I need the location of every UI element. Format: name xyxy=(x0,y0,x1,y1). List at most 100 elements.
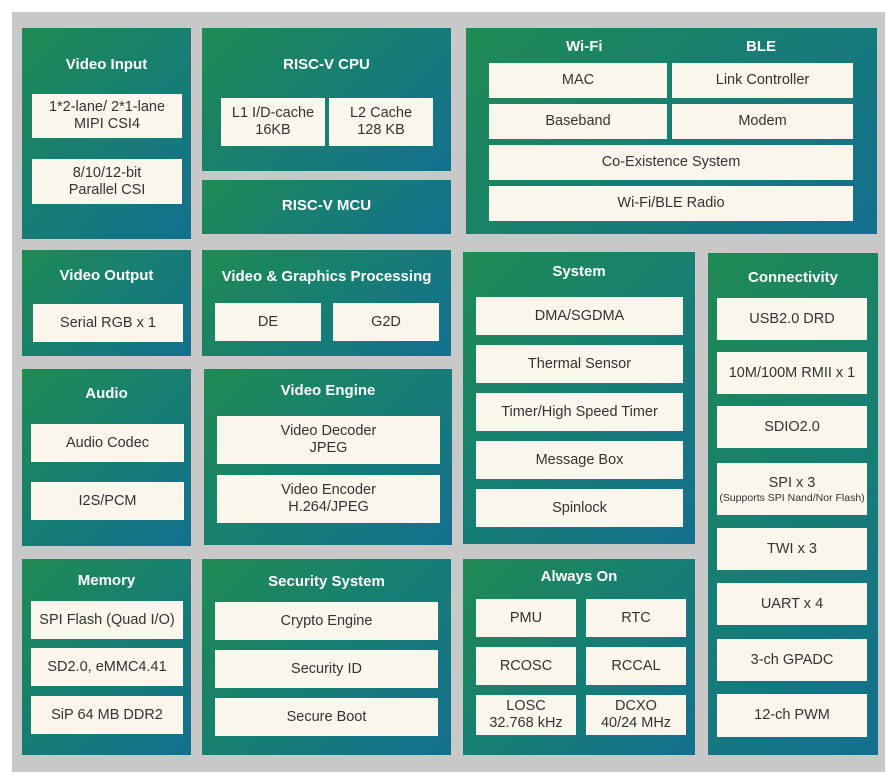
block-title: Audio xyxy=(85,385,128,402)
module-losc: LOSC 32.768 kHz xyxy=(476,695,576,735)
block-audio: Audio Audio Codec I2S/PCM xyxy=(22,369,191,546)
module-video-encoder: Video Encoder H.264/JPEG xyxy=(217,475,440,523)
block-title: Memory xyxy=(77,572,136,589)
module-label: TWI x 3 xyxy=(767,540,817,557)
block-title: RISC-V CPU xyxy=(283,56,370,73)
module-label: 8/10/12-bit xyxy=(72,164,142,181)
module-rcosc: RCOSC xyxy=(476,647,576,685)
module-label: Timer/High Speed Timer xyxy=(501,403,658,420)
block-video-engine: Video Engine Video Decoder JPEG Video En… xyxy=(204,369,452,545)
module-l2-cache: L2 Cache 128 KB xyxy=(329,98,433,146)
module-spi: SPI x 3 (Supports SPI Nand/Nor Flash) xyxy=(717,463,867,515)
module-label: 3-ch GPADC xyxy=(750,651,834,668)
block-title: Video Input xyxy=(65,56,148,73)
module-modem: Modem xyxy=(672,104,853,139)
module-label: USB2.0 DRD xyxy=(749,310,835,327)
module-label: UART x 4 xyxy=(760,595,824,612)
module-label: 16KB xyxy=(255,122,291,138)
module-spi-flash: SPI Flash (Quad I/O) xyxy=(31,601,183,639)
module-label: Link Controller xyxy=(715,72,810,88)
module-serial-rgb: Serial RGB x 1 xyxy=(33,304,183,342)
module-label: Video Decoder xyxy=(280,423,377,439)
module-dma: DMA/SGDMA xyxy=(476,297,683,335)
module-label: 128 KB xyxy=(357,122,405,138)
module-label: SPI Flash (Quad I/O) xyxy=(39,611,175,628)
block-title: Video Output xyxy=(59,267,154,284)
module-label: 1*2-lane/ 2*1-lane xyxy=(48,99,166,115)
module-sip-ddr2: SiP 64 MB DDR2 xyxy=(31,696,183,734)
module-label: 12-ch PWM xyxy=(754,707,830,723)
ble-title: BLE xyxy=(746,38,776,55)
module-label: 40/24 MHz xyxy=(600,715,672,731)
module-note: (Supports SPI Nand/Nor Flash) xyxy=(719,491,865,504)
module-crypto-engine: Crypto Engine xyxy=(215,602,438,640)
module-link-controller: Link Controller xyxy=(672,63,853,98)
module-gpadc: 3-ch GPADC xyxy=(717,639,867,681)
module-label: Wi-Fi/BLE Radio xyxy=(617,195,725,211)
module-label: Baseband xyxy=(545,113,611,129)
module-label: L1 I/D-cache xyxy=(231,105,315,121)
module-label: DCXO xyxy=(615,698,657,714)
module-de: DE xyxy=(215,303,321,341)
module-label: PMU xyxy=(509,609,543,626)
module-label: DMA/SGDMA xyxy=(534,307,625,324)
module-twi: TWI x 3 xyxy=(717,528,867,570)
module-label: MAC xyxy=(561,72,595,88)
module-label: LOSC xyxy=(506,698,546,714)
wifi-title: Wi-Fi xyxy=(566,38,603,55)
module-uart: UART x 4 xyxy=(717,583,867,625)
block-title: Security System xyxy=(268,573,385,590)
module-l1-cache: L1 I/D-cache 16KB xyxy=(221,98,325,146)
module-i2s-pcm: I2S/PCM xyxy=(31,482,184,520)
module-label: Spinlock xyxy=(552,499,607,516)
module-label: RCCAL xyxy=(611,657,661,674)
module-label: Crypto Engine xyxy=(280,612,373,629)
module-baseband: Baseband xyxy=(489,104,667,139)
module-label: Message Box xyxy=(535,451,624,468)
module-thermal-sensor: Thermal Sensor xyxy=(476,345,683,383)
module-label: RTC xyxy=(621,609,651,626)
module-spinlock: Spinlock xyxy=(476,489,683,527)
module-rccal: RCCAL xyxy=(586,647,686,685)
module-label: Audio Codec xyxy=(65,434,150,451)
module-parallel-csi: 8/10/12-bit Parallel CSI xyxy=(32,159,182,204)
block-title: Connectivity xyxy=(747,269,838,286)
block-memory: Memory SPI Flash (Quad I/O) SD2.0, eMMC4… xyxy=(22,559,191,755)
module-label: JPEG xyxy=(309,440,348,456)
module-audio-codec: Audio Codec xyxy=(31,424,184,462)
block-security: Security System Crypto Engine Security I… xyxy=(202,559,451,755)
module-pwm: 12-ch PWM xyxy=(717,694,867,737)
module-label: SiP 64 MB DDR2 xyxy=(51,706,163,723)
module-label: G2D xyxy=(371,313,401,330)
module-label: MIPI CSI4 xyxy=(73,116,141,132)
block-video-input: Video Input 1*2-lane/ 2*1-lane MIPI CSI4… xyxy=(22,28,191,239)
module-radio: Wi-Fi/BLE Radio xyxy=(489,186,853,221)
module-pmu: PMU xyxy=(476,599,576,637)
module-label: SDIO2.0 xyxy=(764,418,820,435)
module-label: 10M/100M RMII x 1 xyxy=(728,364,856,381)
module-mipi-csi: 1*2-lane/ 2*1-lane MIPI CSI4 xyxy=(32,94,182,138)
module-label: Secure Boot xyxy=(286,708,367,725)
module-timer: Timer/High Speed Timer xyxy=(476,393,683,431)
block-always-on: Always On PMU RTC RCOSC RCCAL LOSC 32.76… xyxy=(463,559,695,755)
block-title: Always On xyxy=(540,568,618,585)
module-security-id: Security ID xyxy=(215,650,438,688)
module-label: Thermal Sensor xyxy=(527,355,632,372)
module-label: Serial RGB x 1 xyxy=(60,314,156,331)
module-usb: USB2.0 DRD xyxy=(717,298,867,340)
module-label: Security ID xyxy=(291,660,362,677)
block-video-graphics: Video & Graphics Processing DE G2D xyxy=(202,250,451,356)
module-dcxo: DCXO 40/24 MHz xyxy=(586,695,686,735)
module-label: Video Encoder xyxy=(281,482,376,498)
module-sd-emmc: SD2.0, eMMC4.41 xyxy=(31,648,183,686)
module-mac: MAC xyxy=(489,63,667,98)
module-label: Co-Existence System xyxy=(601,154,741,170)
module-label: L2 Cache xyxy=(349,105,413,121)
module-sdio: SDIO2.0 xyxy=(717,406,867,448)
module-label: Parallel CSI xyxy=(68,181,146,198)
module-rmii: 10M/100M RMII x 1 xyxy=(717,352,867,394)
module-label: SPI x 3 xyxy=(768,474,816,491)
module-rtc: RTC xyxy=(586,599,686,637)
block-title: RISC-V MCU xyxy=(281,197,372,214)
module-label: DE xyxy=(257,313,279,330)
